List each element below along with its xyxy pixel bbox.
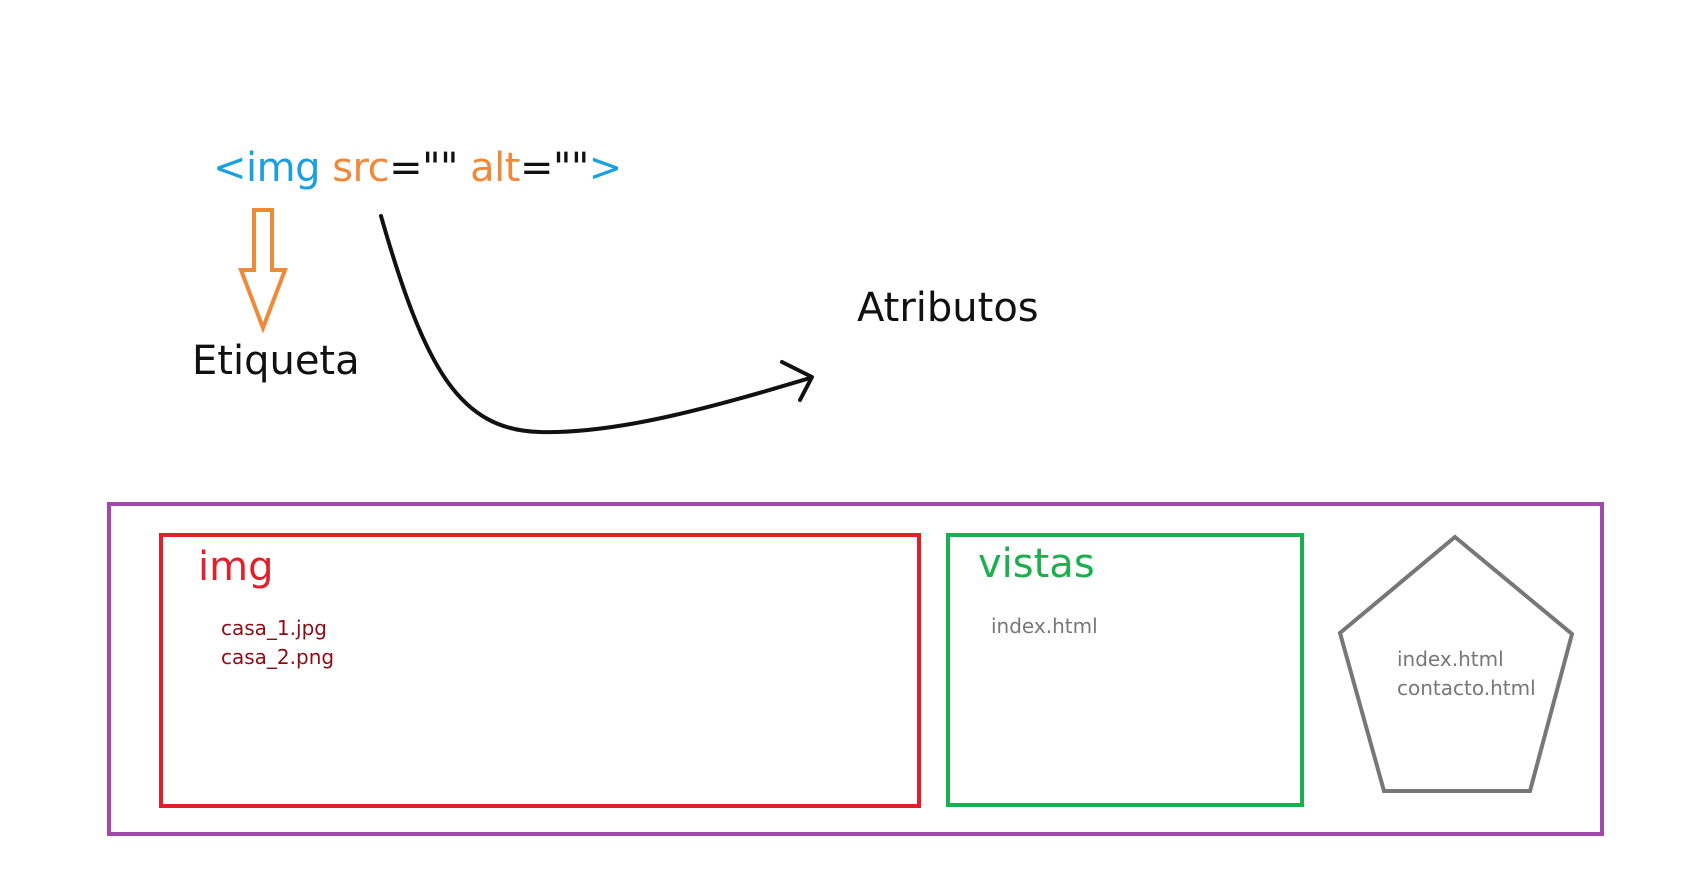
list-item: contacto.html — [1397, 676, 1536, 700]
code-tag-close: > — [588, 145, 623, 191]
vistas-folder-box — [946, 533, 1304, 807]
curved-arrow-icon — [379, 214, 812, 435]
code-snippet: <img src="" alt=""> — [213, 142, 622, 194]
list-item: index.html — [991, 614, 1098, 638]
list-item: casa_1.jpg — [221, 616, 327, 640]
code-attr-alt-value: ="" — [519, 145, 589, 191]
project-folder-box — [107, 502, 1604, 836]
down-arrow-icon — [238, 208, 288, 334]
img-folder-title: img — [198, 544, 274, 590]
label-atributos: Atributos — [857, 285, 1039, 331]
img-folder-box — [159, 533, 921, 808]
pentagon-shape — [1337, 534, 1575, 793]
list-item: index.html — [1397, 647, 1504, 671]
curved-arrow-head-icon — [780, 360, 814, 402]
code-attr-src-value: ="" — [389, 145, 458, 191]
code-attr-src: src — [332, 145, 390, 191]
code-attr-alt: alt — [470, 145, 520, 191]
pentagon-file-list: index.html contacto.html — [1397, 645, 1536, 703]
vistas-folder-title: vistas — [978, 541, 1095, 587]
vistas-file-list: index.html — [991, 612, 1098, 641]
label-etiqueta: Etiqueta — [192, 338, 360, 384]
img-file-list: casa_1.jpg casa_2.png — [221, 614, 334, 672]
list-item: casa_2.png — [221, 645, 335, 669]
code-tag-open: <img — [213, 145, 320, 191]
